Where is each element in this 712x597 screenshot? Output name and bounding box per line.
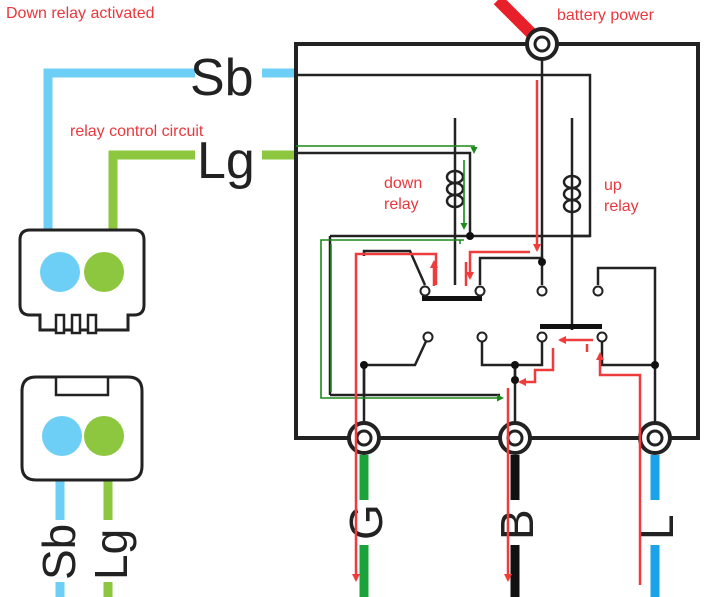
sb-pin-dot-lower	[42, 416, 82, 456]
lg-wire-label-top: Lg	[197, 132, 255, 190]
relay-control-circuit-label: relay control circuit	[70, 123, 204, 140]
connector-plug-upper	[18, 228, 146, 335]
b-terminal	[498, 421, 532, 455]
down-relay-label-line2: relay	[384, 196, 419, 213]
g-terminal	[347, 421, 381, 455]
lg-pin-dot	[84, 252, 124, 292]
lg-pin-dot-lower	[84, 416, 124, 456]
connector-plug-lower	[20, 375, 144, 482]
relay-contacts	[419, 285, 608, 343]
junction-dots	[360, 232, 659, 384]
sb-wire-label-bottom: Sb	[33, 524, 85, 580]
lg-wire	[103, 150, 296, 597]
down-relay-armature	[422, 296, 482, 301]
up-relay-label-line1: up	[604, 177, 622, 194]
down-relay-label-line1: down	[384, 175, 422, 192]
battery-power-label: battery power	[557, 7, 655, 24]
battery-terminal	[525, 27, 559, 61]
sb-wire-label-top: Sb	[190, 49, 254, 107]
diagram-title: Down relay activated	[6, 5, 155, 22]
down-relay-coil	[445, 169, 465, 209]
b-wire-label: B	[491, 509, 543, 540]
sb-pin-dot	[40, 252, 80, 292]
up-relay-armature	[540, 324, 602, 329]
l-terminal	[638, 421, 672, 455]
up-relay-coil	[562, 174, 582, 214]
relay-box	[294, 42, 700, 440]
control-circuit-flow	[296, 145, 504, 402]
power-flow	[352, 80, 642, 585]
output-wires	[359, 455, 660, 597]
internal-wiring	[296, 55, 657, 430]
g-wire-label: G	[340, 504, 392, 540]
lg-wire-label-bottom: Lg	[85, 529, 137, 580]
up-relay-label-line2: relay	[604, 198, 639, 215]
